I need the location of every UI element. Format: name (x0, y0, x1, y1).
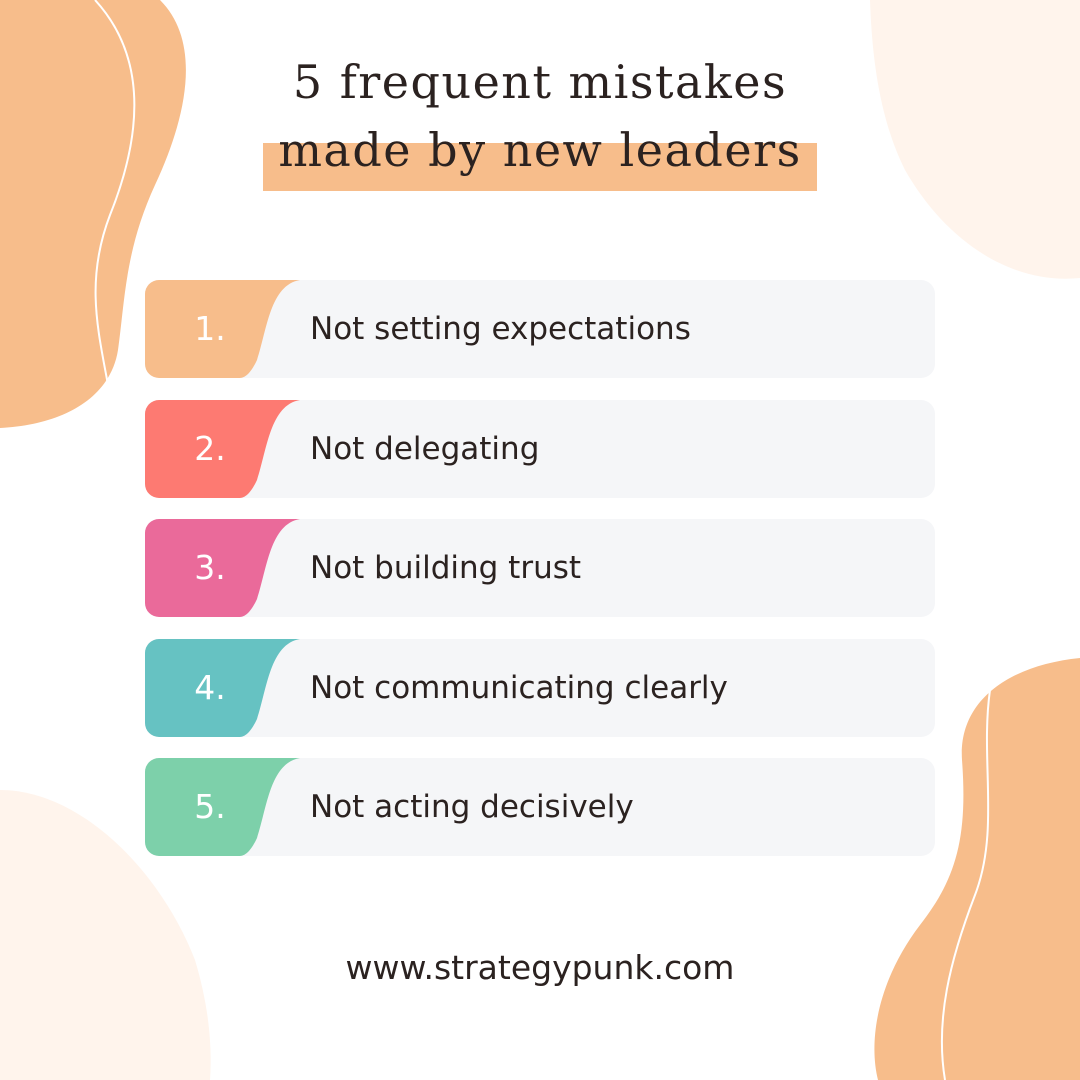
item-number: 3. (194, 548, 226, 587)
bottom-left-blob (0, 790, 211, 1080)
title-line-1: 5 frequent mistakes (292, 55, 788, 109)
title-highlight (263, 143, 817, 191)
number-badge (145, 399, 300, 498)
item-label: Not communicating clearly (310, 669, 728, 706)
top-left-wave-line (94, 0, 136, 386)
number-badge (145, 638, 300, 737)
number-badge (145, 758, 300, 856)
list-item: 1. Not setting expectations (145, 280, 935, 378)
title-line-2: made by new leaders (278, 123, 802, 177)
item-label: Not setting expectations (310, 311, 691, 347)
number-badge (145, 519, 300, 617)
item-label: Not delegating (310, 430, 540, 467)
list-item: 4. Not communicating clearly (145, 638, 935, 737)
item-number: 5. (194, 787, 226, 826)
bottom-right-blob (874, 658, 1080, 1080)
item-number: 1. (194, 309, 226, 348)
website-url: www.strategypunk.com (345, 948, 735, 987)
item-number: 2. (194, 428, 226, 468)
list-item: 3. Not building trust (145, 519, 935, 617)
list-item: 2. Not delegating (145, 399, 935, 498)
mistakes-list: 1. Not setting expectations 2. Not deleg… (145, 280, 935, 878)
bottom-right-wave-line (940, 689, 991, 1080)
item-label: Not building trust (310, 550, 582, 586)
item-number: 4. (194, 667, 226, 707)
list-item: 5. Not acting decisively (145, 758, 935, 856)
item-label: Not acting decisively (310, 789, 634, 825)
top-left-blob (0, 0, 186, 428)
page-title: 5 frequent mistakes made by new leaders (0, 48, 1080, 184)
number-badge (145, 280, 300, 378)
top-right-blob (870, 0, 1080, 279)
